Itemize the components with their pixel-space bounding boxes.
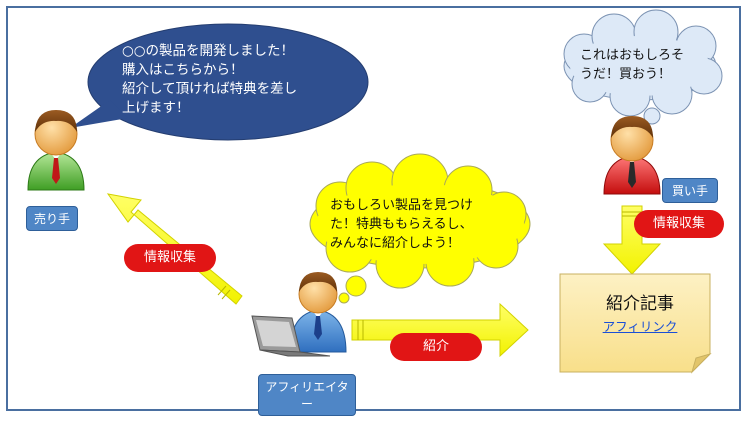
affiliate-thought-line: おもしろい製品を見つけ <box>330 198 474 213</box>
buyer-thought-line: うだ！買おう！ <box>580 67 672 82</box>
affiliate-link[interactable]: アフィリンク <box>602 319 678 334</box>
buyer-thought-cloud <box>563 9 723 133</box>
seller-person-icon <box>27 110 85 191</box>
buyer-thought-text: これはおもしろそ うだ！買おう！ <box>580 46 720 84</box>
seller-speech-line: ○○の製品を開発しました！ <box>122 43 295 59</box>
affiliate-thought-cloud <box>309 153 531 304</box>
affiliate-thought-line: みんなに紹介しよう！ <box>330 236 461 251</box>
seller-speech-line: 紹介して頂ければ特典を差し <box>122 81 298 97</box>
affiliate-thought-text: おもしろい製品を見つけ た！特典ももらえるし、 みんなに紹介しよう！ <box>330 196 530 253</box>
affiliate-thought-line: た！特典ももらえるし、 <box>330 217 473 232</box>
affiliate-label: アフィリエイター <box>258 374 356 416</box>
info-collect-pill-right: 情報収集 <box>634 210 724 238</box>
buyer-thought-line: これはおもしろそ <box>580 48 685 63</box>
seller-label: 売り手 <box>26 206 78 231</box>
seller-speech-line: 購入はこちらから！ <box>122 62 244 78</box>
seller-speech-text: ○○の製品を開発しました！ 購入はこちらから！ 紹介して頂ければ特典を差し 上げ… <box>122 42 342 118</box>
seller-speech-bubble <box>70 23 369 141</box>
article-note <box>559 273 712 374</box>
buyer-label: 買い手 <box>662 178 718 203</box>
introduce-pill: 紹介 <box>390 333 482 361</box>
affiliate-person-icon <box>251 272 347 357</box>
buyer-person-icon <box>603 116 661 195</box>
seller-speech-line: 上げます！ <box>122 100 190 116</box>
info-collect-pill-left: 情報収集 <box>124 244 216 272</box>
article-title: 紹介記事 <box>606 294 674 314</box>
arrow-to-article <box>351 302 529 358</box>
